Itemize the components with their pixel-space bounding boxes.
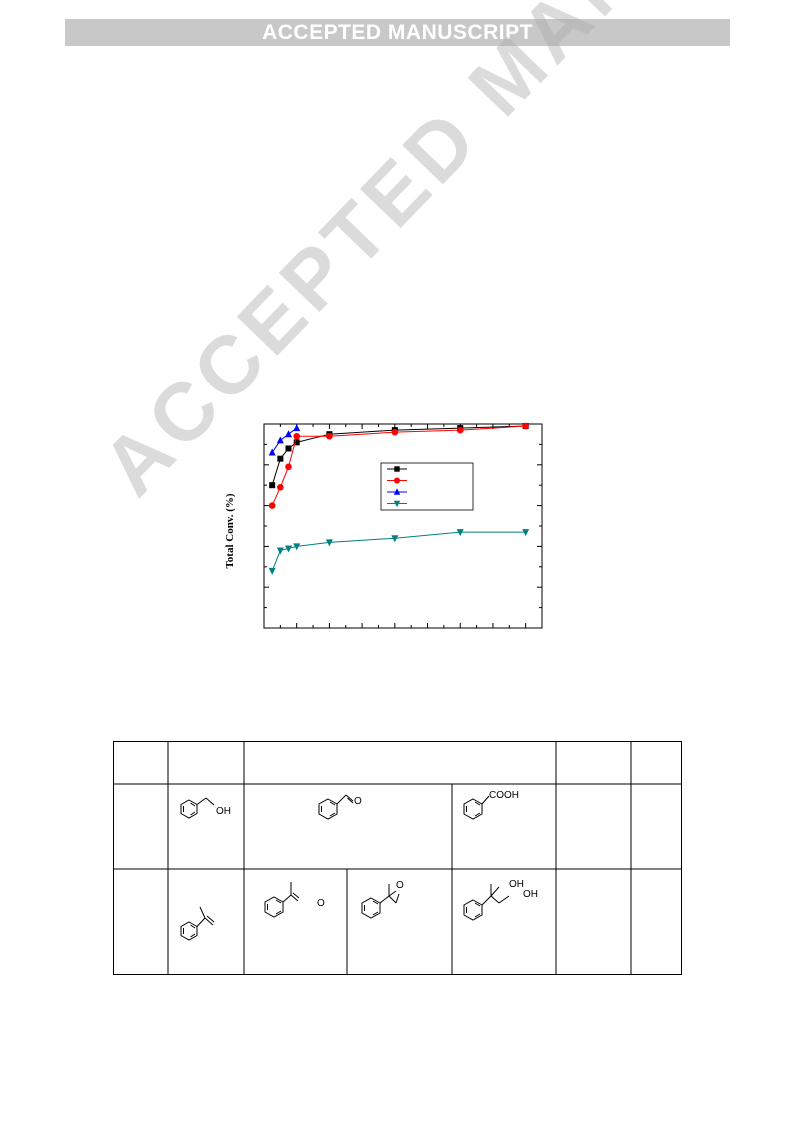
aldehyde-o-label: O bbox=[354, 796, 362, 807]
data-point-circle bbox=[522, 422, 529, 430]
data-point-circle bbox=[394, 477, 400, 484]
data-point-triangle-down bbox=[393, 500, 401, 508]
cooh-label: COOH bbox=[489, 790, 519, 801]
y-axis-label: Total Conv. (%) bbox=[224, 493, 236, 569]
data-point-triangle-down bbox=[391, 535, 399, 543]
data-point-square bbox=[269, 482, 276, 489]
data-point-square bbox=[285, 445, 292, 452]
data-point-circle bbox=[391, 428, 399, 436]
oh-label: OH bbox=[216, 806, 231, 817]
acetophenone-structure bbox=[264, 882, 300, 918]
series-line-1 bbox=[271, 425, 526, 506]
chart-plot-frame bbox=[263, 423, 543, 629]
diol-oh-top-label: OH bbox=[509, 879, 524, 890]
data-point-circle bbox=[285, 463, 292, 471]
data-point-circle bbox=[293, 432, 301, 440]
series-line-3 bbox=[271, 531, 526, 572]
data-point-triangle-up bbox=[285, 430, 293, 438]
data-point-triangle-up bbox=[276, 436, 284, 444]
epoxide-o-label: O bbox=[396, 880, 404, 891]
data-point-square bbox=[277, 455, 284, 462]
diol-structure bbox=[463, 884, 510, 921]
data-point-square bbox=[394, 466, 400, 472]
epoxide-structure bbox=[361, 884, 400, 919]
data-point-circle bbox=[268, 502, 276, 509]
data-point-square bbox=[293, 439, 300, 446]
accepted-manuscript-banner: ACCEPTED MANUSCRIPT bbox=[65, 19, 730, 46]
data-point-triangle-down bbox=[456, 529, 464, 537]
diol-oh-right-label: OH bbox=[523, 889, 538, 900]
data-point-triangle-up bbox=[293, 424, 301, 432]
chart-legend bbox=[380, 462, 474, 511]
data-point-triangle-down bbox=[293, 543, 301, 551]
conversion-chart bbox=[263, 422, 543, 629]
data-point-triangle-down bbox=[325, 539, 333, 547]
data-point-triangle-down bbox=[285, 545, 293, 553]
data-point-triangle-down bbox=[276, 547, 284, 555]
data-point-triangle-up bbox=[393, 488, 401, 495]
series-line-2 bbox=[271, 427, 298, 453]
reaction-scheme-table: OH O COOH bbox=[113, 741, 682, 975]
data-point-triangle-down bbox=[522, 529, 530, 537]
ketone-o-label: O bbox=[317, 898, 325, 909]
data-point-triangle-up bbox=[268, 448, 276, 456]
data-point-circle bbox=[277, 483, 284, 491]
data-point-circle bbox=[456, 426, 464, 434]
data-point-circle bbox=[326, 432, 333, 440]
benzyl-alcohol-structure bbox=[180, 797, 215, 819]
alpha-methylstyrene-structure bbox=[180, 906, 215, 941]
benzoic-acid-structure bbox=[463, 795, 490, 820]
benzaldehyde-structure bbox=[318, 794, 354, 820]
chart-series bbox=[268, 422, 530, 575]
data-point-triangle-down bbox=[268, 567, 276, 575]
scheme-grid: OH O COOH bbox=[113, 741, 682, 975]
chart-ticks bbox=[264, 423, 542, 628]
